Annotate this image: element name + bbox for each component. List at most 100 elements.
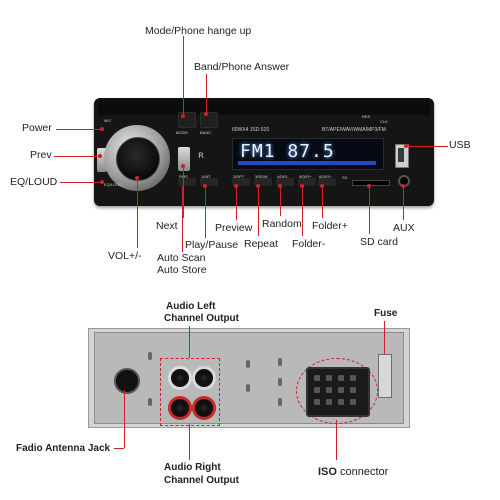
display-frequency: FM1 87.5 <box>240 141 335 162</box>
random-callout-dot <box>278 184 282 188</box>
folder-plus-callout-line <box>322 186 323 218</box>
vol-callout-line <box>137 178 138 248</box>
band-callout-dot <box>204 112 208 116</box>
mode-button-label: MODE <box>176 130 188 135</box>
bluetooth-icon: ʀ <box>198 150 205 161</box>
power-rating-text: 60WX4 JSD-520 <box>232 127 270 133</box>
vent-hole <box>148 352 152 360</box>
auto-callout-line <box>182 186 183 252</box>
eq-callout-dot <box>100 180 104 184</box>
prev-key <box>97 148 107 172</box>
iso-callout-rest: connector <box>336 466 389 478</box>
iso-highlight-ellipse <box>296 358 378 424</box>
vent-hole <box>246 384 250 392</box>
sd-callout-line <box>369 186 370 234</box>
aux-callout-dot <box>401 184 405 188</box>
auto-store-callout: Auto Store <box>157 264 207 276</box>
random-callout-line <box>280 186 281 216</box>
vent-hole <box>278 378 282 386</box>
mode-callout-line <box>183 36 184 116</box>
eq-callout: EQ/LOUD <box>10 176 58 188</box>
power-callout: Power <box>22 122 52 134</box>
fuse-line <box>384 321 385 354</box>
mode-callout-dot <box>181 114 185 118</box>
antenna-line-h <box>114 448 124 449</box>
sd-card-slot <box>352 180 390 186</box>
preview-callout: Preview <box>215 222 253 234</box>
aux-callout-line <box>403 186 404 220</box>
display-bar <box>238 161 376 165</box>
band-button <box>200 112 218 128</box>
sd-label: SD <box>342 175 348 180</box>
prev-callout-dot <box>98 154 102 158</box>
preview-callout-dot <box>234 184 238 188</box>
audio-right-callout-line2: Channel Output <box>164 475 239 486</box>
vent-hole <box>278 358 282 366</box>
rca-left-red <box>168 396 192 420</box>
rms-button <box>178 178 196 186</box>
repeat-callout-line <box>258 186 259 236</box>
play-button <box>200 178 218 186</box>
rdm-label: 3/RDM <box>255 174 268 179</box>
antenna-line <box>124 390 125 448</box>
next-callout: Next <box>156 220 178 232</box>
preset-1-button <box>232 178 250 186</box>
usb-callout-line <box>408 146 448 147</box>
dir-plus-label: 5/DIR+ <box>299 174 312 179</box>
audio-left-callout-line2: Channel Output <box>164 313 239 324</box>
sd-callout-dot <box>367 184 371 188</box>
next-callout-line <box>183 166 184 218</box>
dir-plus-label-2: 6/DIR+ <box>319 174 332 179</box>
folder-minus-callout-line <box>302 186 303 236</box>
rca-right-red <box>192 396 216 420</box>
folder-plus-callout-dot <box>320 184 324 188</box>
preset-3-button <box>276 178 294 186</box>
clk-label: CLK <box>380 119 388 124</box>
mic-label: MIC <box>104 118 112 123</box>
iso-line <box>336 420 337 460</box>
vol-callout: VOL+/- <box>108 250 142 262</box>
rpt-label: 2/RPT <box>233 174 245 179</box>
band-callout-line <box>206 74 207 114</box>
repeat-callout-dot <box>256 184 260 188</box>
power-callout-dot <box>100 127 104 131</box>
fuse <box>378 354 392 398</box>
usb-port-inner <box>398 148 404 162</box>
play-callout-dot <box>203 184 207 188</box>
vent-hole <box>148 398 152 406</box>
prev-callout: Prev <box>30 149 52 161</box>
vol-callout-dot <box>135 176 139 180</box>
preset-5-button <box>318 178 336 186</box>
preset-2-button <box>254 178 272 186</box>
vent-hole <box>246 360 250 368</box>
dir-minus-label: 4/DIR- <box>277 174 289 179</box>
sd-callout: SD card <box>360 236 398 248</box>
folder-minus-callout: Folder- <box>292 238 326 250</box>
rca-left-white <box>168 366 192 390</box>
iso-callout: ISO connector <box>318 466 388 478</box>
radio-top-strip <box>98 99 430 115</box>
rca-highlight-box <box>160 358 220 426</box>
play-callout-line <box>205 186 206 238</box>
next-callout-dot <box>181 164 185 168</box>
eq-callout-line <box>60 182 102 183</box>
rca-right-white <box>192 366 216 390</box>
fuse-callout: Fuse <box>374 308 398 319</box>
usb-callout-dot <box>404 144 408 148</box>
band-callout: Band/Phone Answer <box>194 61 290 73</box>
aux-callout: AUX <box>393 222 415 234</box>
antenna-callout: Fadio Antenna Jack <box>16 443 111 454</box>
iso-connector <box>306 367 370 417</box>
audio-left-line <box>189 326 190 358</box>
power-callout-line <box>56 129 102 130</box>
audio-right-callout: Audio Right <box>164 462 221 473</box>
preset-4-button <box>298 178 316 186</box>
auto-scan-callout: Auto Scan <box>157 252 206 264</box>
audio-left-callout: Audio Left <box>166 301 216 312</box>
audio-right-line <box>189 424 190 460</box>
folder-plus-callout: Folder+ <box>312 220 348 232</box>
folder-minus-callout-dot <box>300 184 304 188</box>
int-label: 1/INT <box>201 174 211 179</box>
vent-hole <box>278 398 282 406</box>
res-label: RES <box>362 114 371 119</box>
